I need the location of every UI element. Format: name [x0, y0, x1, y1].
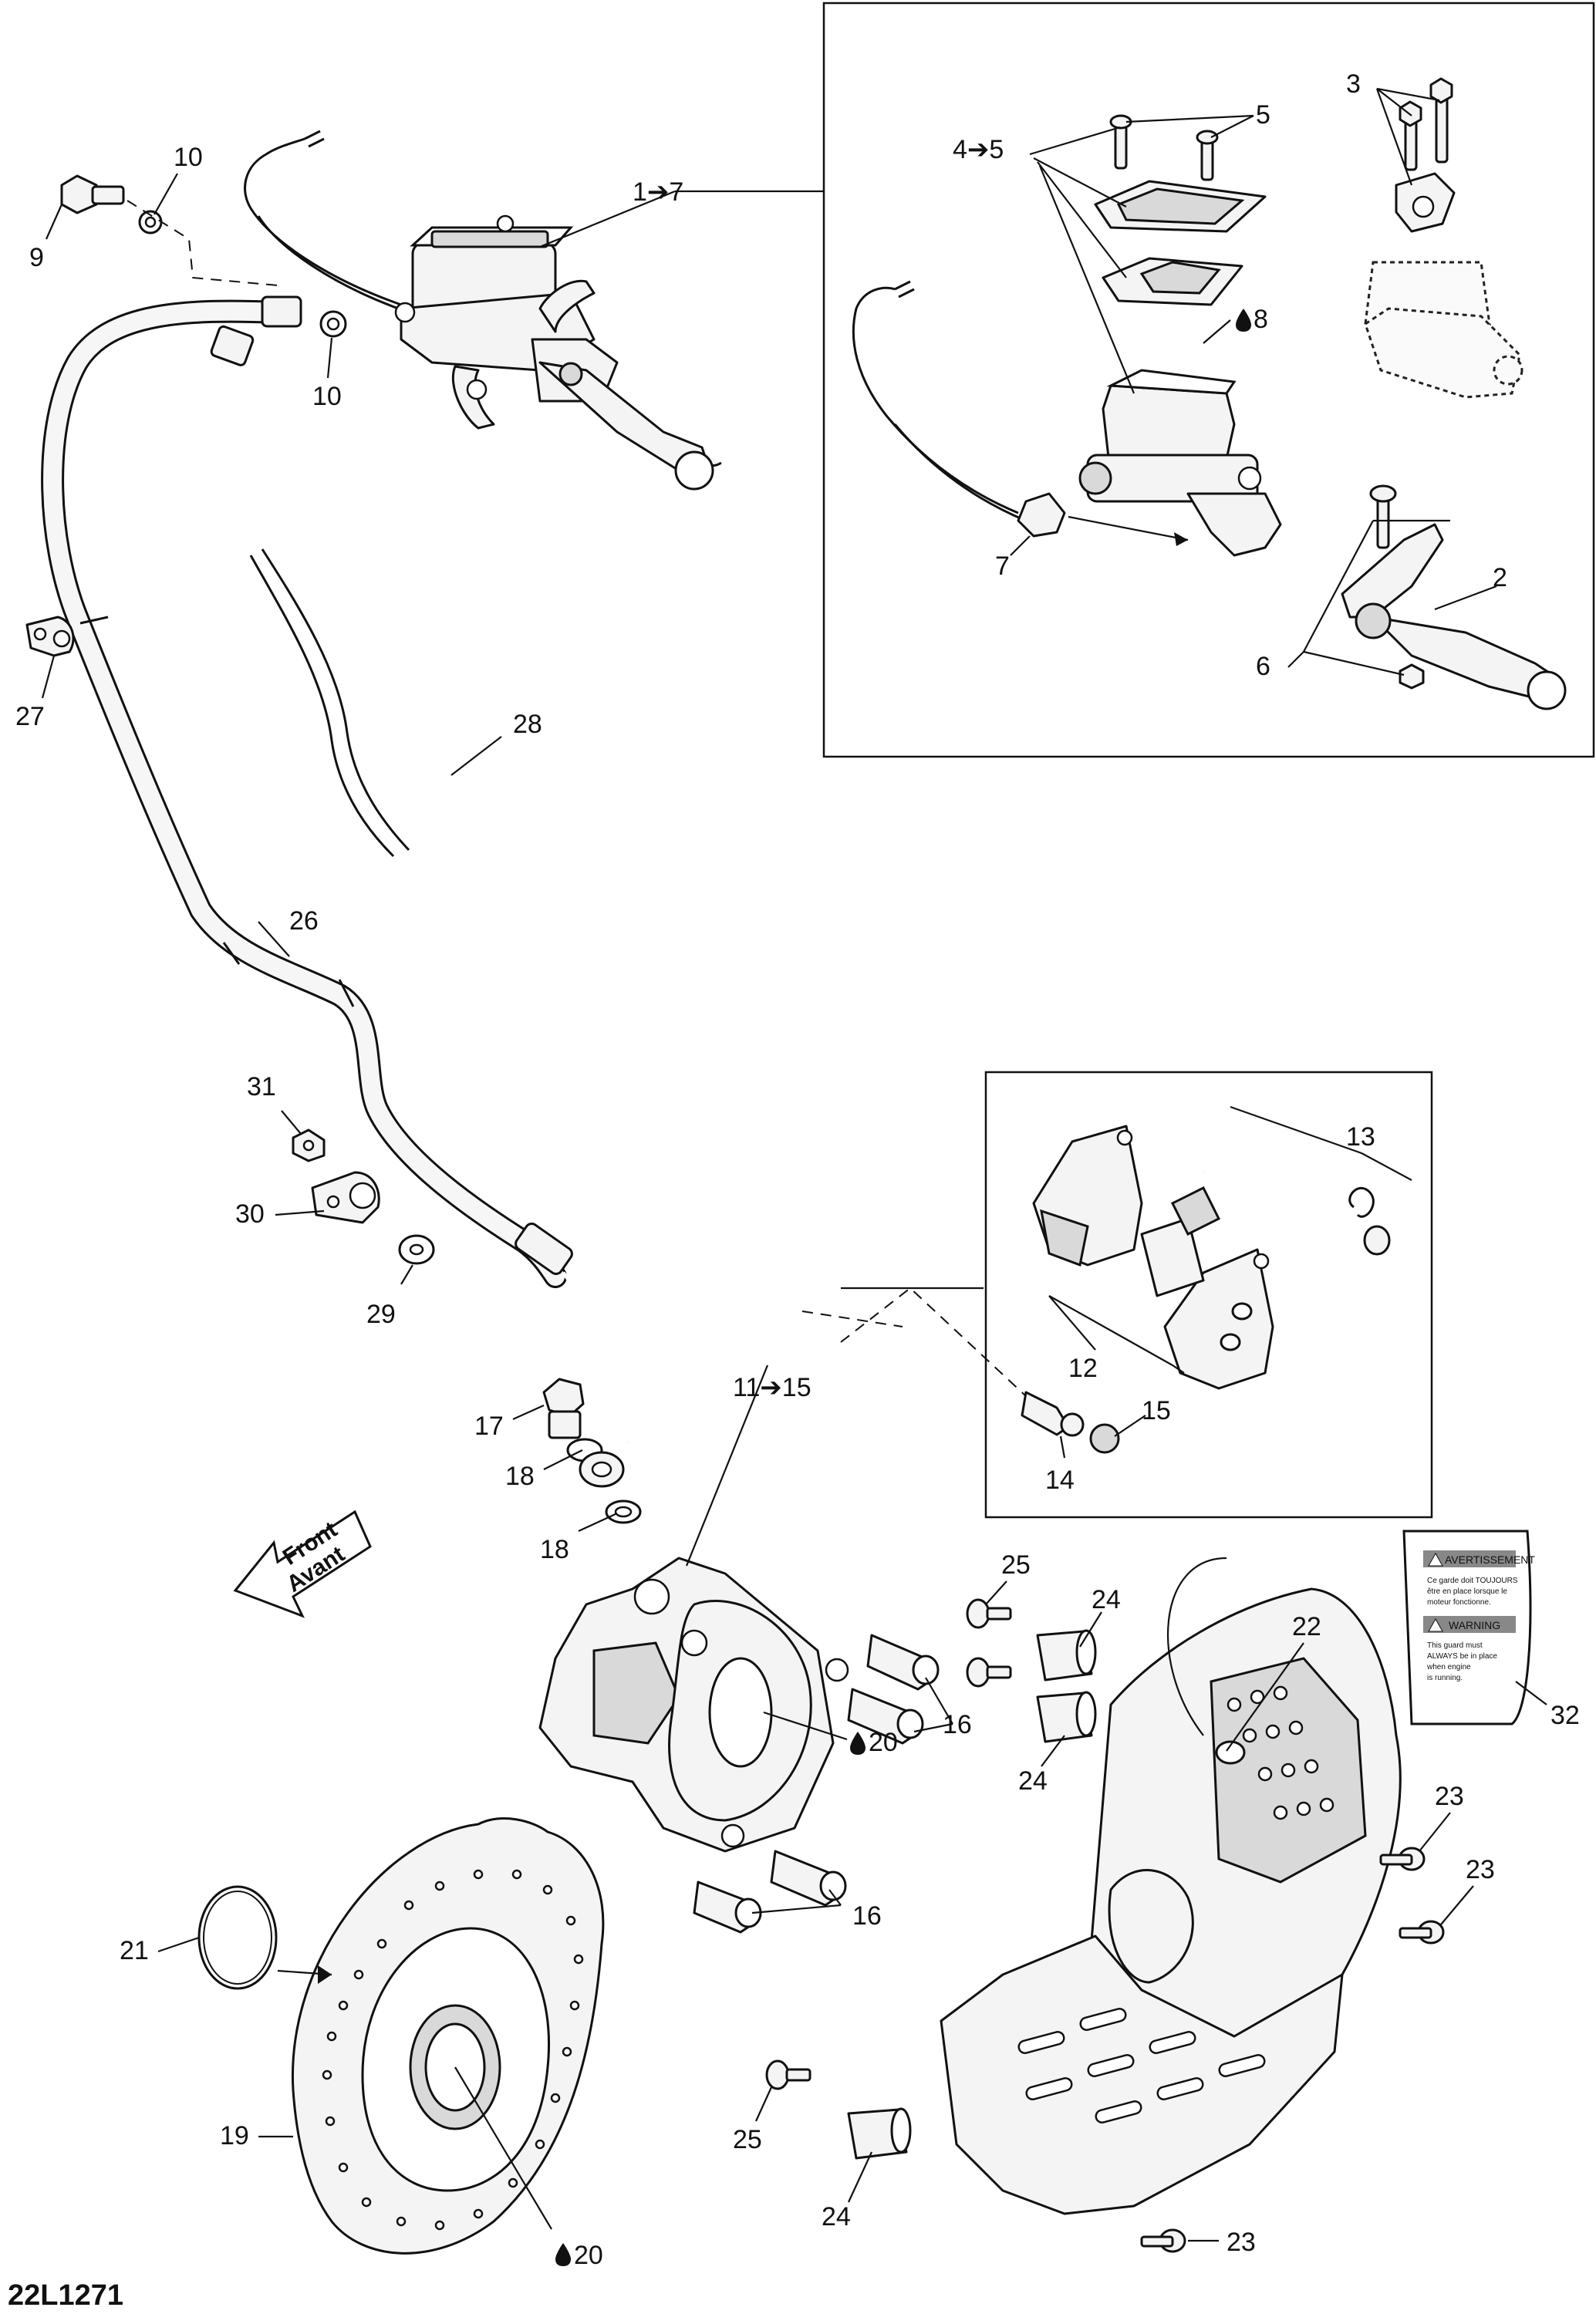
warning-label-en-line2: ALWAYS be in place — [1427, 1652, 1497, 1661]
disc-vent-holes — [322, 1869, 584, 2231]
callout-18-a: 18 — [505, 1462, 535, 1491]
callout-29: 29 — [366, 1300, 396, 1329]
callout-16-a: 16 — [943, 1710, 972, 1739]
warning-label-en-line1: This guard must — [1427, 1641, 1483, 1650]
wiring-harness — [249, 548, 410, 858]
callout-17: 17 — [474, 1412, 504, 1441]
callout-15: 15 — [1142, 1396, 1171, 1425]
callout-25-b: 25 — [733, 2125, 762, 2154]
callout-2: 2 — [1493, 563, 1507, 592]
callout-24-a: 24 — [1092, 1585, 1121, 1614]
callout-18-b: 18 — [540, 1535, 569, 1564]
master-cylinder-detail-box — [822, 2, 1595, 758]
hose-clip — [25, 616, 75, 657]
callout-10-b: 10 — [312, 382, 342, 411]
warning-label-fr-line1: Ce garde doit TOUJOURS — [1427, 1577, 1518, 1585]
callout-10-a: 10 — [174, 143, 203, 172]
callout-30: 30 — [235, 1199, 265, 1229]
callout-11-15: 11➔15 — [733, 1373, 811, 1402]
brake-disc — [291, 1817, 605, 2255]
brake-pads — [801, 1125, 1391, 1454]
caliper-bolts — [693, 1634, 940, 1934]
callout-8-group: 8 — [1236, 305, 1268, 334]
warning-label-en-line3: when engine — [1426, 1663, 1471, 1671]
callout-27: 27 — [15, 702, 45, 731]
guard-screws — [1140, 1847, 1445, 2253]
guard-vent-slots — [1017, 1685, 1334, 2123]
warning-label-fr-line3: moteur fonctionne. — [1427, 1598, 1491, 1607]
callout-8: 8 — [1254, 305, 1268, 334]
banjo-bolt-and-washers — [60, 174, 347, 338]
callout-12: 12 — [1068, 1354, 1098, 1383]
warning-label-fr-heading: AVERTISSEMENT — [1445, 1553, 1535, 1566]
warning-label: AVERTISSEMENT Ce garde doit TOUJOURS êtr… — [1402, 1530, 1535, 1725]
callout-23-a: 23 — [1435, 1782, 1464, 1811]
oil-drop-icon — [1236, 309, 1251, 332]
master-cylinder-exploded-parts — [852, 77, 1567, 710]
caliper-banjo-fitting — [542, 1378, 642, 1524]
callout-5: 5 — [1256, 100, 1270, 130]
master-cylinder-assembly — [244, 130, 722, 491]
callout-6: 6 — [1256, 652, 1270, 681]
callout-16-b: 16 — [852, 1901, 882, 1931]
front-direction-arrow-icon: Front Avant — [233, 1509, 372, 1618]
callout-9: 9 — [29, 243, 44, 272]
callout-19: 19 — [220, 2121, 249, 2150]
guard-spacers-and-screws — [765, 1598, 1097, 2160]
callout-1-7: 1➔7 — [633, 177, 683, 207]
hose-bracket-parts — [292, 1128, 435, 1265]
oil-drop-icon — [555, 2243, 571, 2266]
callout-20-b-group: 20 — [555, 2241, 603, 2270]
callout-24-c: 24 — [822, 2202, 851, 2231]
callout-28: 28 — [513, 710, 542, 739]
brake-hose — [41, 295, 631, 1444]
diagram-reference-code: 22L1271 — [8, 2279, 123, 2312]
callout-4-5: 4➔5 — [953, 135, 1004, 164]
disc-guard — [940, 1587, 1402, 2215]
callout-14: 14 — [1045, 1466, 1075, 1495]
callout-25-a: 25 — [1001, 1550, 1031, 1580]
oil-drop-icon — [850, 1732, 865, 1755]
callout-23-c: 23 — [1227, 2228, 1256, 2257]
callout-31: 31 — [247, 1072, 276, 1101]
callout-26: 26 — [289, 906, 319, 936]
callout-32: 32 — [1550, 1701, 1580, 1730]
brake-pad-detail-box — [984, 1071, 1433, 1519]
callout-24-b: 24 — [1018, 1766, 1048, 1796]
callout-21: 21 — [120, 1936, 149, 1965]
callout-20-b: 20 — [574, 2241, 603, 2270]
o-ring — [197, 1885, 278, 1990]
callout-20-a-group: 20 — [850, 1728, 898, 1757]
callout-numbers: 1➔7 2 3 4➔5 5 6 7 8 9 10 10 11➔15 12 13 … — [15, 69, 1580, 2270]
brake-caliper — [538, 1557, 849, 1853]
callout-22: 22 — [1292, 1612, 1321, 1641]
callout-leader-lines — [41, 87, 1547, 2242]
callout-20-a: 20 — [869, 1728, 898, 1757]
callout-7: 7 — [995, 552, 1010, 581]
warning-label-en-line4: is running. — [1427, 1674, 1463, 1682]
warning-label-en-heading: WARNING — [1449, 1619, 1500, 1631]
warning-triangle-icon — [1428, 1552, 1443, 1567]
callout-3: 3 — [1346, 69, 1361, 99]
callout-13: 13 — [1346, 1122, 1375, 1152]
warning-label-fr-line2: être en place lorsque le — [1427, 1587, 1507, 1596]
callout-23-b: 23 — [1466, 1855, 1495, 1884]
